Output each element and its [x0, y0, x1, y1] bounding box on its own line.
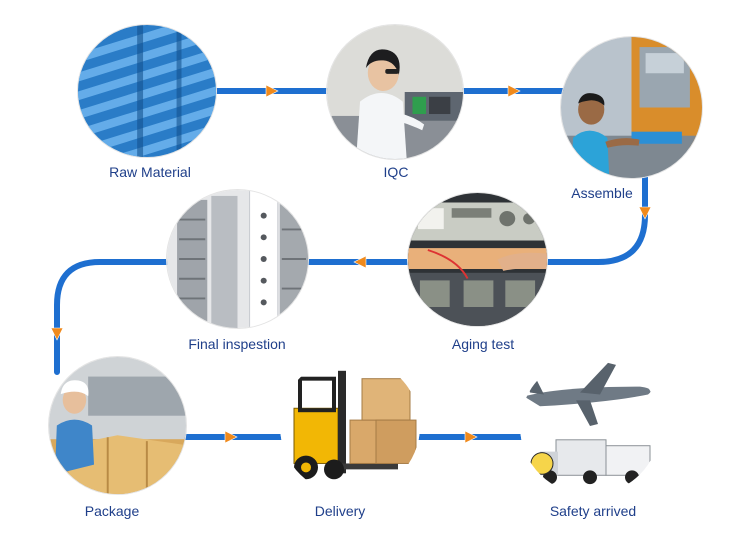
test-instrument-rack-icon	[408, 193, 547, 326]
arrow-left-icon	[353, 255, 367, 269]
arrow-right-icon	[224, 430, 238, 444]
step-label: Raw Material	[109, 164, 191, 180]
step-label: Assemble	[571, 185, 633, 201]
step-label: Package	[84, 503, 140, 519]
worker-at-machine-icon	[561, 37, 702, 178]
arrow-right-icon	[464, 430, 478, 444]
arrow-right-icon	[265, 84, 279, 98]
connector-final-to-package	[54, 259, 171, 375]
arrow-down-icon	[50, 327, 64, 341]
step-label: Aging test	[451, 336, 515, 352]
inspector-at-bench-icon	[327, 25, 463, 159]
step-label: Safety arrived	[549, 503, 637, 519]
step-label: Delivery	[314, 503, 366, 519]
flow-arrows	[50, 84, 652, 444]
blue-roll-stack-icon	[78, 25, 216, 157]
airplane-and-truck-icon	[520, 357, 660, 495]
worker-packing-boxes-icon	[49, 357, 186, 494]
step-label: IQC	[383, 164, 409, 180]
arrow-down-icon	[638, 206, 652, 220]
step-label: Final inspestion	[188, 336, 286, 352]
arrow-right-icon	[507, 84, 521, 98]
server-rack-icon	[167, 190, 308, 328]
forklift-with-boxes-icon	[280, 357, 420, 495]
